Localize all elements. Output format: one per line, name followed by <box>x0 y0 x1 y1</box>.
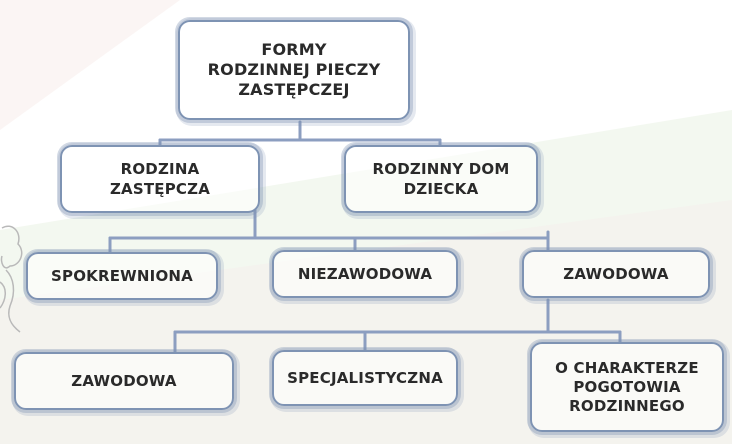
root-node: FORMY RODZINNEJ PIECZY ZASTĘPCZEJ <box>178 20 410 120</box>
node-niezawodowa: NIEZAWODOWA <box>272 250 458 298</box>
node-rodzinny-dom-dziecka: RODZINNY DOM DZIECKA <box>344 145 538 213</box>
node-zawodowa-level3: ZAWODOWA <box>522 250 710 298</box>
node-o-charakterze-pogotowia-rodzinnego: O CHARAKTERZE POGOTOWIA RODZINNEGO <box>530 342 724 432</box>
node-zawodowa-level4: ZAWODOWA <box>14 352 234 410</box>
character-doodle <box>0 225 23 333</box>
node-specjalistyczna: SPECJALISTYCZNA <box>272 350 458 406</box>
node-rodzina-zastepcza: RODZINA ZASTĘPCZA <box>60 145 260 213</box>
node-spokrewniona: SPOKREWNIONA <box>26 252 218 300</box>
